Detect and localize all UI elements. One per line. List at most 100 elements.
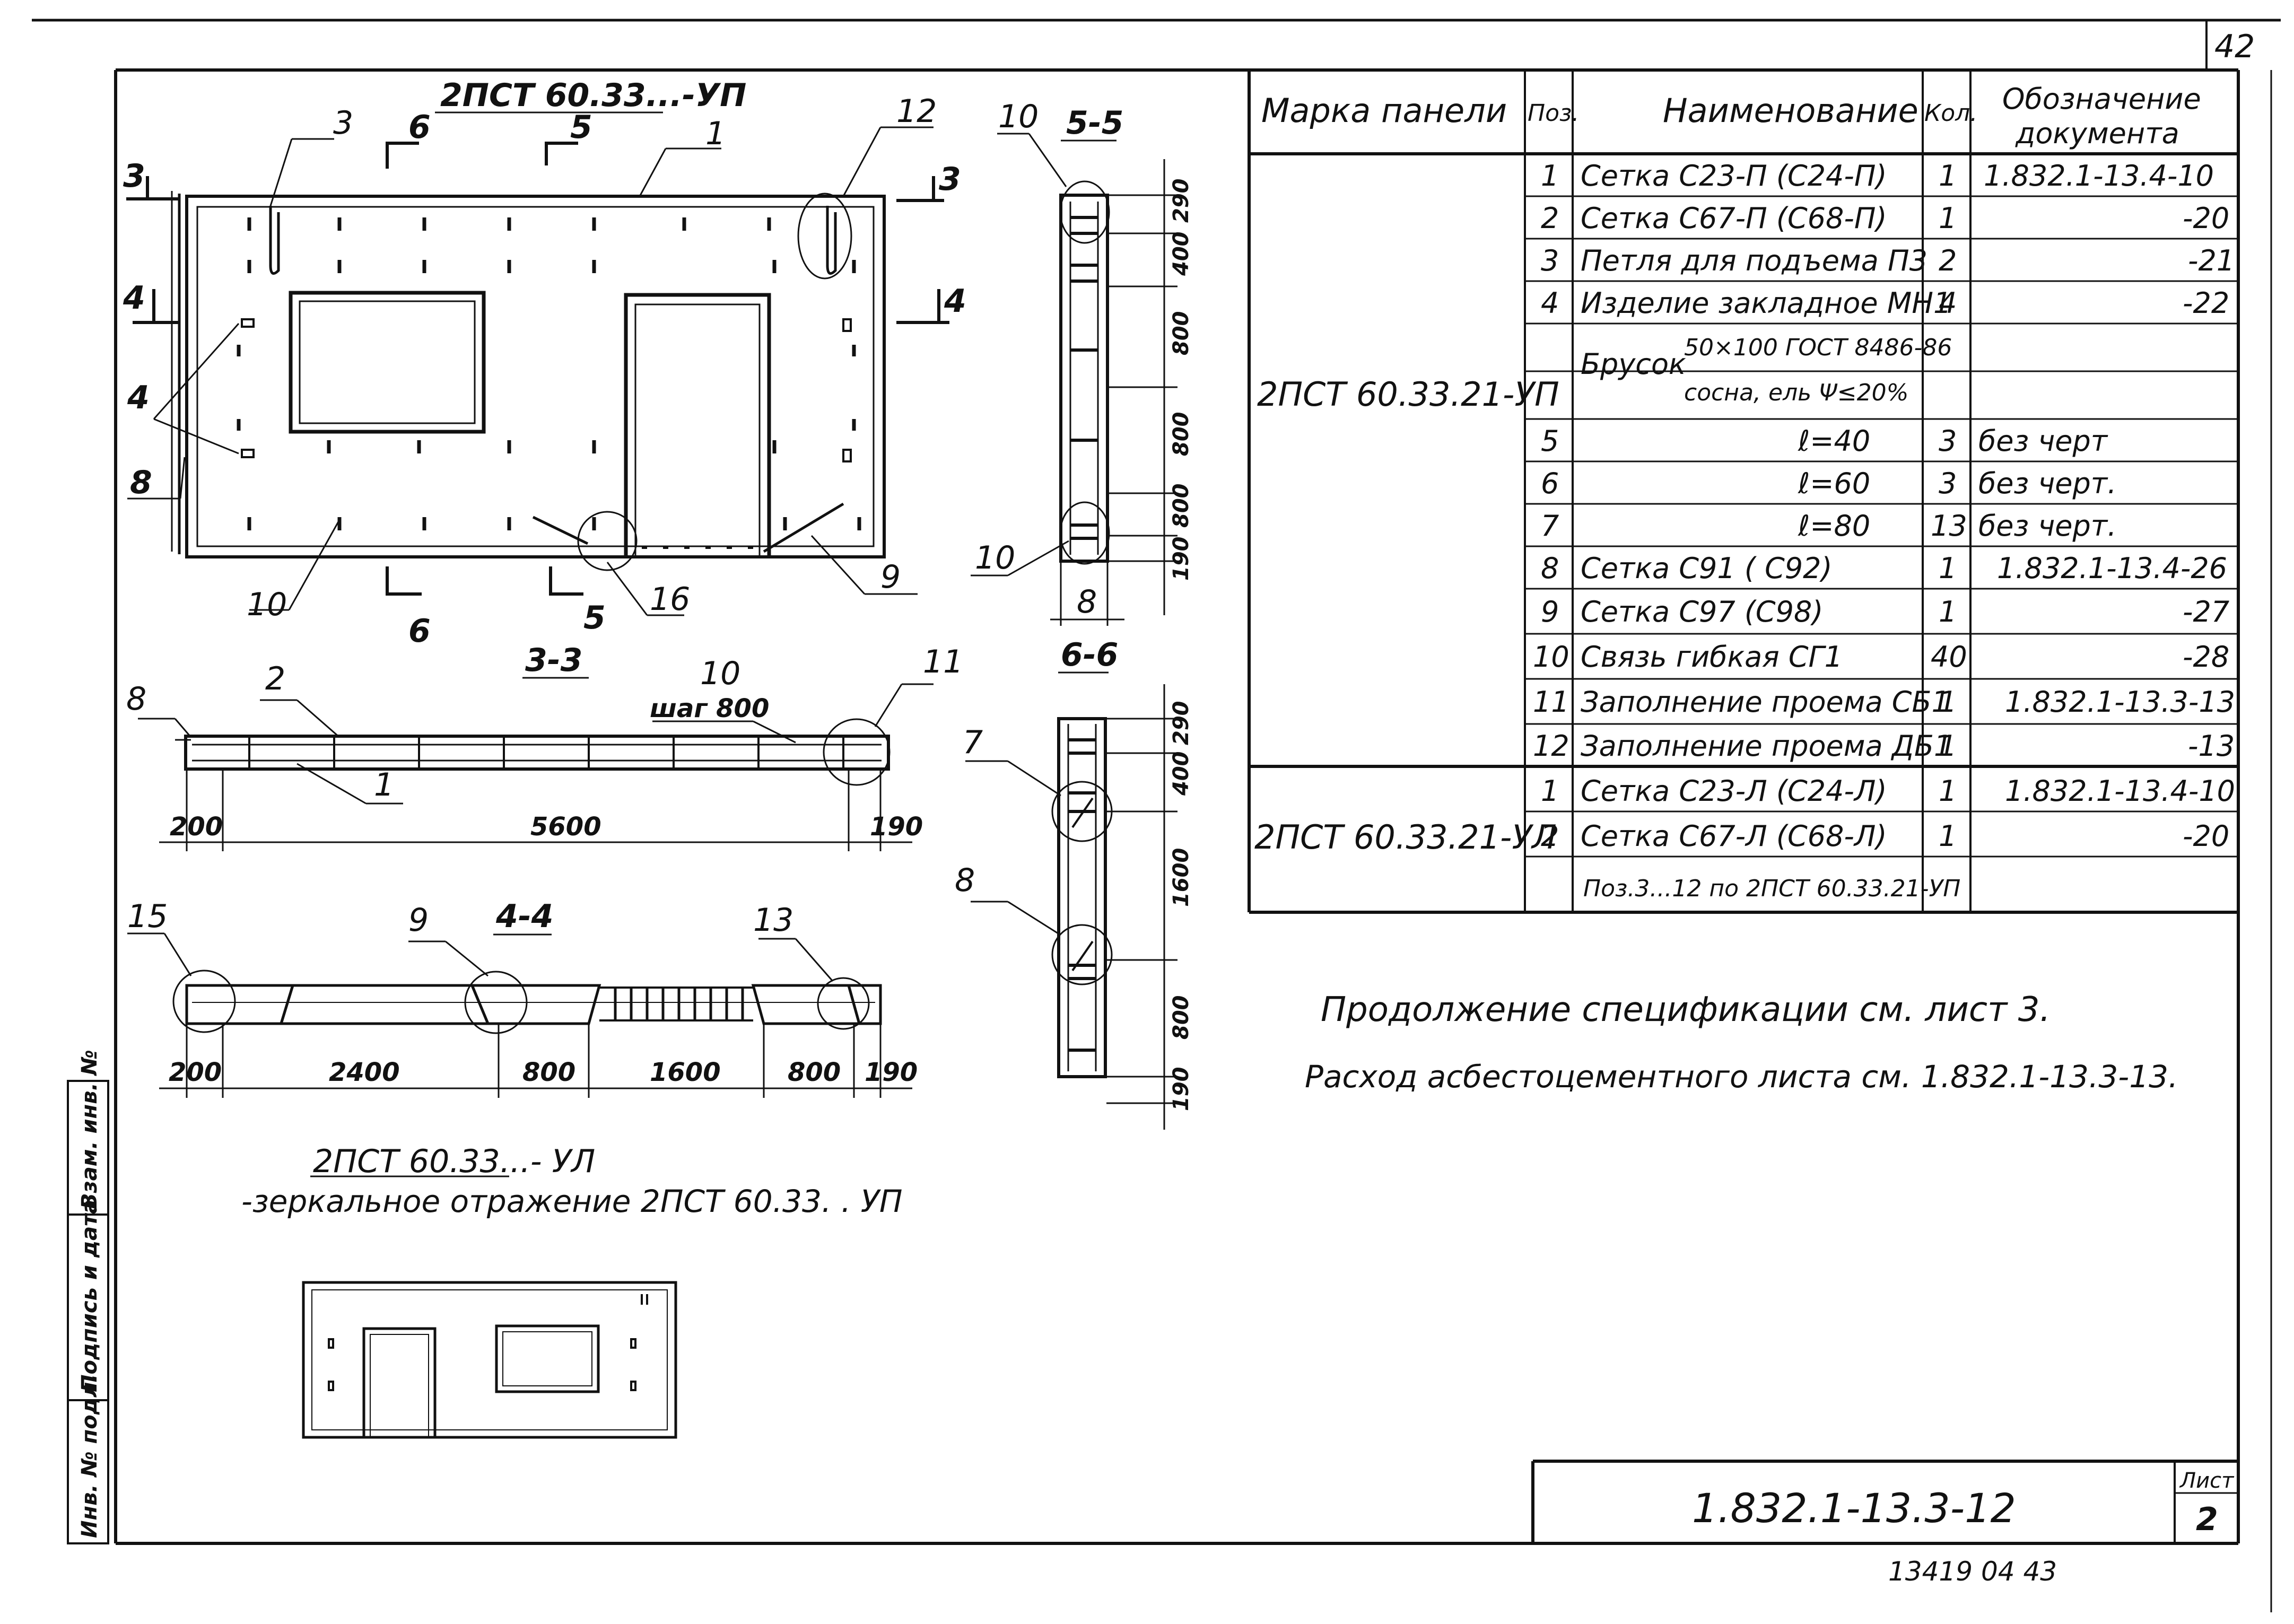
spec-pos: 4 xyxy=(1541,286,1559,320)
spec-doc: без черт xyxy=(1978,424,2108,458)
callout-1-front: 1 xyxy=(705,115,726,152)
dim-s44-a: 200 xyxy=(169,1058,222,1087)
note-asbestos: Расход асбестоцементного листа см. 1.832… xyxy=(1305,1059,2178,1095)
side-strip-replace: Взам. инв. № xyxy=(77,1050,102,1209)
spec-qty: 3 xyxy=(1939,424,1957,458)
spec-pos: 12 xyxy=(1533,729,1569,763)
sheet-frame xyxy=(32,19,2281,1612)
cut-mark-4-right: 4 xyxy=(944,283,966,320)
callout-11-s33: 11 xyxy=(923,643,963,680)
spec-doc: -20 xyxy=(2183,202,2229,235)
dim-s66-c: 1600 xyxy=(1169,848,1193,907)
table-row: 2 Сетка С67-Л (С68-Л) 1 -20 xyxy=(1541,819,2229,853)
spec-group2-mark: 2ПСТ 60.33.21-УЛ xyxy=(1254,818,1557,857)
table-row: 1 Сетка С23-Л (С24-Л) 1 1.832.1-13.4-10 xyxy=(1541,774,2235,808)
sheet-number: 42 xyxy=(2214,28,2255,65)
callout-16-front: 16 xyxy=(650,581,690,618)
table-row: 3 Петля для подъема П3 2 -21 xyxy=(1541,244,2235,277)
dim-s55-a: 290 xyxy=(1169,179,1193,223)
callout-10-s33: 10 xyxy=(700,655,740,692)
callout-8-front: 8 xyxy=(130,464,152,501)
spec-pos: 1 xyxy=(1541,774,1559,808)
spec-pos: 3 xyxy=(1541,244,1559,277)
callout-8-s33: 8 xyxy=(126,680,146,718)
spec-name: Связь гибкая СГ1 xyxy=(1581,640,1843,674)
front-view-title: 2ПСТ 60.33...-УП xyxy=(440,77,746,114)
callout-2-s33: 2 xyxy=(265,660,285,697)
section-5-5 xyxy=(971,133,1177,626)
callout-3-front: 3 xyxy=(333,104,353,142)
cut-mark-5-top: 5 xyxy=(570,109,592,146)
spec-qty: 4 xyxy=(1939,286,1957,320)
section-5-5-title: 5-5 xyxy=(1066,104,1123,142)
section-3-3-title: 3-3 xyxy=(525,642,582,679)
spec-pos: 7 xyxy=(1541,509,1559,543)
spec-doc: 1.832.1-13.4-26 xyxy=(1997,552,2227,585)
callout-15-s44: 15 xyxy=(127,898,168,935)
spec-header-mark: Марка панели xyxy=(1261,91,1507,130)
spec-qty: 1 xyxy=(1939,685,1957,719)
spec-name: Сетка С23-П (С24-П) xyxy=(1581,159,1887,193)
spec-name: ℓ=40 xyxy=(1798,424,1870,458)
section-6-6 xyxy=(965,671,1177,1130)
spec-qty: 1 xyxy=(1939,595,1957,628)
table-row: 10 Связь гибкая СГ1 40 -28 xyxy=(1533,640,2229,674)
step-note-s33: шаг 800 xyxy=(650,694,769,723)
cut-mark-6-bottom: 6 xyxy=(408,613,431,650)
dim-s44-d: 1600 xyxy=(650,1058,721,1087)
spec-pos: 9 xyxy=(1541,595,1559,628)
note-continuation: Продолжение спецификации см. лист 3. xyxy=(1321,990,2051,1029)
stamp-designation: 1.832.1-13.3-12 xyxy=(1692,1485,2016,1532)
dim-s44-e: 800 xyxy=(788,1058,841,1087)
callout-1-s33: 1 xyxy=(374,766,394,804)
spec-pos: 10 xyxy=(1533,640,1569,674)
cut-mark-5-bottom: 5 xyxy=(583,599,606,636)
spec-name: Заполнение проема СБ1 xyxy=(1581,685,1950,719)
spec-pos: 8 xyxy=(1541,552,1559,585)
spec-pos: 5 xyxy=(1541,424,1559,458)
spec-name: Петля для подъема П3 xyxy=(1581,244,1927,277)
spec-table-grid xyxy=(1248,70,2238,914)
callout-9-front: 9 xyxy=(880,558,901,596)
spec-name: ℓ=60 xyxy=(1798,467,1870,500)
spec-doc: без черт. xyxy=(1978,509,2116,543)
archive-number: 13419 04 43 xyxy=(1888,1556,2057,1587)
spec-header-doc-1: Обозначение xyxy=(2002,82,2201,116)
panel-front-view xyxy=(126,111,949,616)
spec-name: Изделие закладное МН1 xyxy=(1581,286,1951,320)
spec-timber-line2: сосна, ель Ψ≤20% xyxy=(1684,379,1908,406)
spec-name: Сетка С23-Л (С24-Л) xyxy=(1581,774,1887,808)
table-row: 12 Заполнение проема ДБ1 1 -13 xyxy=(1533,729,2235,763)
spec-name: Поз.3...12 по 2ПСТ 60.33.21-УП xyxy=(1583,875,1960,902)
table-row: 7 ℓ=80 13 без черт. xyxy=(1541,509,2116,543)
spec-group1-rows: 1 Сетка С23-П (С24-П) 1 1.832.1-13.4-10 … xyxy=(1533,159,2235,763)
dim-s33-right: 190 xyxy=(870,812,923,842)
spec-header-qty: Кол. xyxy=(1924,100,1977,127)
dim-s55-f: 190 xyxy=(1169,537,1193,581)
dim-s55-d: 800 xyxy=(1169,412,1193,457)
spec-header-name: Наименование xyxy=(1663,91,1918,130)
table-row: 11 Заполнение проема СБ1 1 1.832.1-13.3-… xyxy=(1533,685,2235,719)
callout-8-s66: 8 xyxy=(955,862,975,899)
callout-4-front: 4 xyxy=(127,379,150,416)
spec-name: Сетка С67-П (С68-П) xyxy=(1581,202,1887,235)
spec-header-doc-2: документа xyxy=(2015,117,2179,150)
stamp-sheet-label: Лист xyxy=(2179,1469,2235,1493)
spec-doc: 1.832.1-13.3-13 xyxy=(2005,685,2235,719)
callout-9-s44: 9 xyxy=(408,902,429,939)
side-strip-inv: Инв. № подл. xyxy=(77,1374,102,1538)
dim-s33-middle: 5600 xyxy=(530,812,601,842)
spec-qty: 1 xyxy=(1939,774,1957,808)
spec-pos: 1 xyxy=(1541,159,1559,193)
table-row: 1 Сетка С23-П (С24-П) 1 1.832.1-13.4-10 xyxy=(1541,159,2214,193)
table-row: 8 Сетка С91 ( С92) 1 1.832.1-13.4-26 xyxy=(1541,552,2227,585)
table-row: Поз.3...12 по 2ПСТ 60.33.21-УП xyxy=(1583,875,1960,902)
spec-qty: 2 xyxy=(1939,244,1957,277)
spec-doc: -20 xyxy=(2183,819,2229,853)
dim-s55-e: 800 xyxy=(1169,484,1193,528)
mirror-title: 2ПСТ 60.33...- УЛ xyxy=(313,1143,595,1180)
spec-qty: 1 xyxy=(1939,552,1957,585)
spec-name: Сетка С97 (С98) xyxy=(1581,595,1823,628)
callout-10-s55-bottom: 10 xyxy=(975,539,1015,577)
